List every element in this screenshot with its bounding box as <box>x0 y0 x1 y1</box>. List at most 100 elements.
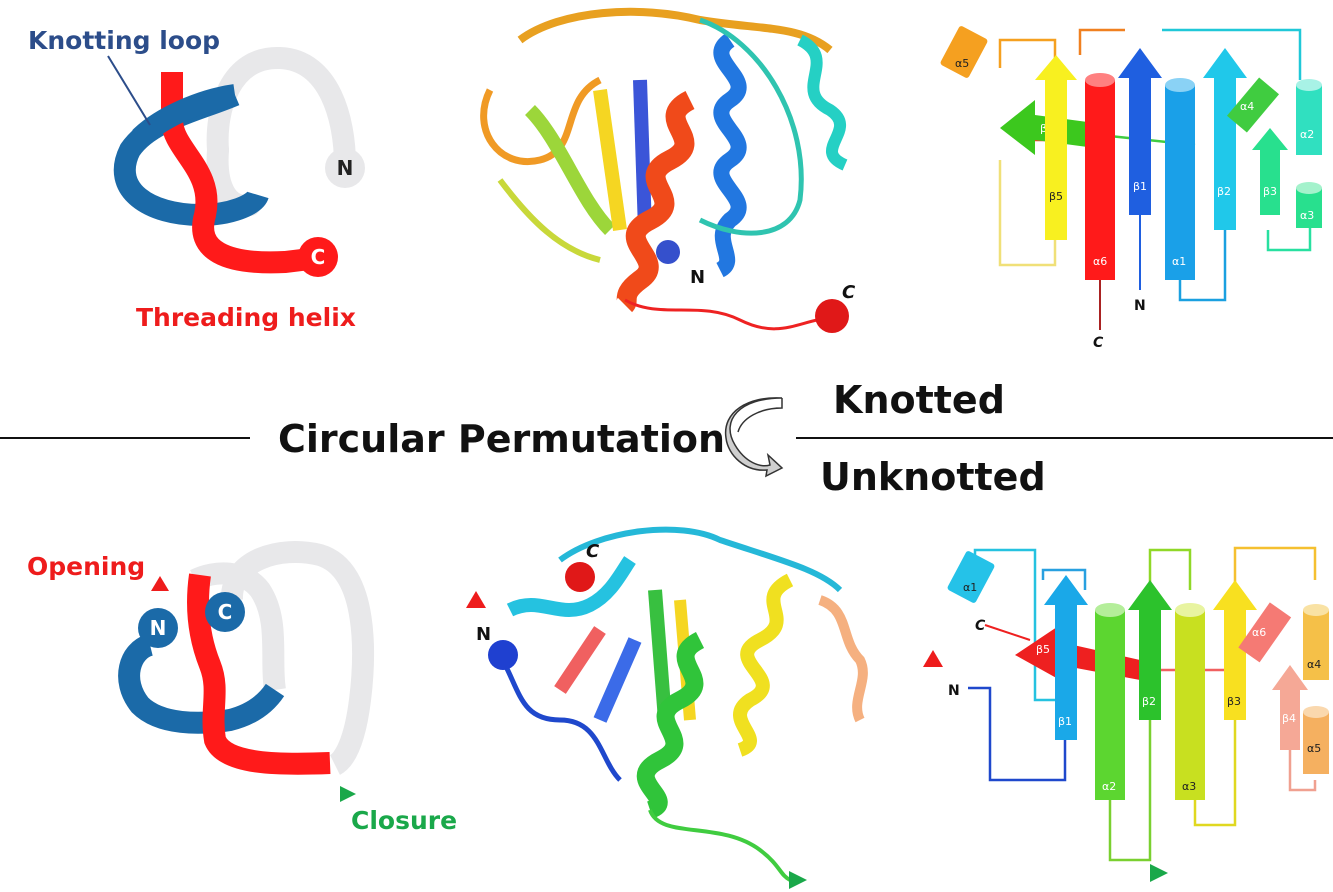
strand-label: β3 <box>1227 695 1241 708</box>
coil-segment <box>648 809 792 882</box>
c-label: C <box>842 282 856 303</box>
helix-cap <box>1303 706 1329 718</box>
opening-label: Opening <box>27 552 145 581</box>
helix-a6 <box>1085 73 1115 280</box>
helix-a3 <box>1175 603 1205 800</box>
knotted-topology-diagram: α5 β4 β5 α6 C β1 N α1 β2 α4 β3 <box>940 26 1322 351</box>
strand-segment <box>593 89 627 231</box>
strand-b1 <box>1118 48 1162 215</box>
helix-segment <box>796 34 848 171</box>
n-terminus-label: N <box>1134 298 1146 314</box>
helix-label: α4 <box>1307 658 1321 671</box>
c-terminal-tail <box>624 298 831 331</box>
helix-body <box>1303 610 1329 680</box>
c-terminus-label: C <box>218 600 233 624</box>
opening-marker-icon <box>923 650 943 667</box>
helix-body <box>1095 610 1125 800</box>
threading-helix-3d <box>616 91 696 313</box>
n-terminus-label: N <box>948 683 960 699</box>
knotted-schematic: N C Knotting loop Threading helix <box>28 26 365 332</box>
helix-label: α2 <box>1300 128 1314 141</box>
rest-chain-segment <box>206 47 356 176</box>
knotting-loop-label: Knotting loop <box>28 26 220 55</box>
helix-a4 <box>1303 604 1329 680</box>
n-terminus-sphere <box>656 240 680 264</box>
c-terminus-sphere <box>565 562 595 592</box>
closure-marker-icon <box>789 871 807 889</box>
n-terminus-label: N <box>150 616 167 640</box>
c-terminus-label: C <box>1093 335 1104 351</box>
helix-cap <box>1095 603 1125 617</box>
helix-label: α6 <box>1093 255 1107 268</box>
divider-row: Circular Permutation Knotted Unknotted <box>0 378 1333 499</box>
connector-line <box>968 686 1067 782</box>
helix-body <box>1303 712 1329 774</box>
helix-body <box>1175 610 1205 800</box>
connector-line <box>1041 568 1087 590</box>
helix-label: α3 <box>1300 209 1314 222</box>
helix-a1 <box>947 551 995 603</box>
helix-label: α5 <box>955 57 969 70</box>
strand-b5 <box>1035 55 1077 240</box>
strand-label: β1 <box>1133 180 1147 193</box>
closure-marker-icon <box>340 786 356 802</box>
opening-marker-icon <box>151 576 169 591</box>
connector-line <box>1288 750 1317 792</box>
coil-segment <box>497 178 601 263</box>
coil-segment <box>497 653 622 782</box>
helix-body <box>1238 602 1292 663</box>
c-terminus-marker <box>298 237 338 277</box>
strand-label: β2 <box>1142 695 1156 708</box>
circular-permutation-title: Circular Permutation <box>278 417 725 461</box>
helix-label: α3 <box>1182 780 1196 793</box>
strand-segment <box>554 626 606 694</box>
rest-chain-segment <box>221 541 375 775</box>
connector-line <box>1266 220 1312 252</box>
strand-segment <box>593 637 642 723</box>
n-terminus-marker <box>138 608 178 648</box>
c-terminus-label: C <box>975 618 986 634</box>
helix-body <box>947 551 995 603</box>
helix-body <box>1085 80 1115 280</box>
strand-segment <box>648 589 672 721</box>
coil-segment <box>480 76 602 165</box>
unknotted-schematic: N C Opening Closure <box>27 541 457 835</box>
helix-cap <box>1175 603 1205 617</box>
helix-a5 <box>940 26 988 78</box>
helix-body <box>1296 188 1322 228</box>
n-label: N <box>476 624 491 645</box>
connector-line <box>998 38 1057 68</box>
helix-body <box>1226 77 1280 133</box>
n-terminus-label: N <box>337 156 354 180</box>
threading-helix-chain <box>161 72 320 274</box>
strand-b2 <box>1128 580 1172 720</box>
helix-a2 <box>1095 603 1125 800</box>
permutation-arrow-icon <box>724 397 784 478</box>
c-terminus-marker <box>205 592 245 632</box>
strand-b1 <box>1044 575 1088 740</box>
unknotted-3d-structure: N C <box>466 526 868 889</box>
helix-body <box>1165 85 1195 280</box>
closure-label: Closure <box>351 806 457 835</box>
connector-line <box>1078 28 1125 55</box>
helix-cap <box>1303 604 1329 616</box>
helix-label: α6 <box>1252 626 1266 639</box>
strand-label: β5 <box>1036 643 1050 656</box>
helix-segment <box>818 595 868 723</box>
strand-label: β3 <box>1263 185 1277 198</box>
strand-segment <box>633 79 652 231</box>
coil-segment <box>698 17 804 236</box>
helix-label: α1 <box>1172 255 1186 268</box>
strand-label: β2 <box>1217 185 1231 198</box>
helix-body <box>1296 85 1322 155</box>
helix-label: α2 <box>1102 780 1116 793</box>
c-terminus-label: C <box>311 245 326 269</box>
c-label: C <box>586 541 600 562</box>
n-terminus-sphere <box>488 640 518 670</box>
helix-cap <box>1165 78 1195 92</box>
strand-b3 <box>1252 128 1288 215</box>
helix-label: α5 <box>1307 742 1321 755</box>
helix-cap <box>1085 73 1115 87</box>
connector-line <box>1162 28 1302 80</box>
